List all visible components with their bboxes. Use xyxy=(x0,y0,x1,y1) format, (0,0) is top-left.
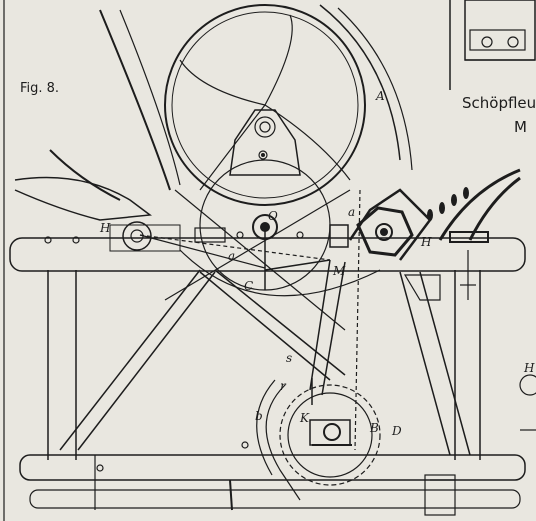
header-text-2: M xyxy=(514,118,527,136)
label-a-upper: a xyxy=(348,205,355,219)
label-C: C xyxy=(244,279,253,293)
label-H-edge: H xyxy=(523,361,535,375)
filled-details xyxy=(260,153,469,236)
label-H-left: H xyxy=(99,221,111,235)
header-text: Schöpfleu xyxy=(462,94,536,112)
label-B: B xyxy=(369,421,379,435)
label-r: r xyxy=(280,379,287,393)
label-s: s xyxy=(286,351,292,365)
label-a-lower: a xyxy=(228,249,235,263)
figure-caption: Fig. 8. xyxy=(20,81,59,96)
label-A: A xyxy=(375,89,385,103)
line-work xyxy=(3,0,536,521)
label-D: D xyxy=(391,424,402,438)
label-O: O xyxy=(268,209,278,223)
label-M: M xyxy=(332,264,346,278)
label-H-right: H xyxy=(420,235,432,249)
label-b: b xyxy=(255,409,263,423)
label-K: K xyxy=(299,411,310,425)
